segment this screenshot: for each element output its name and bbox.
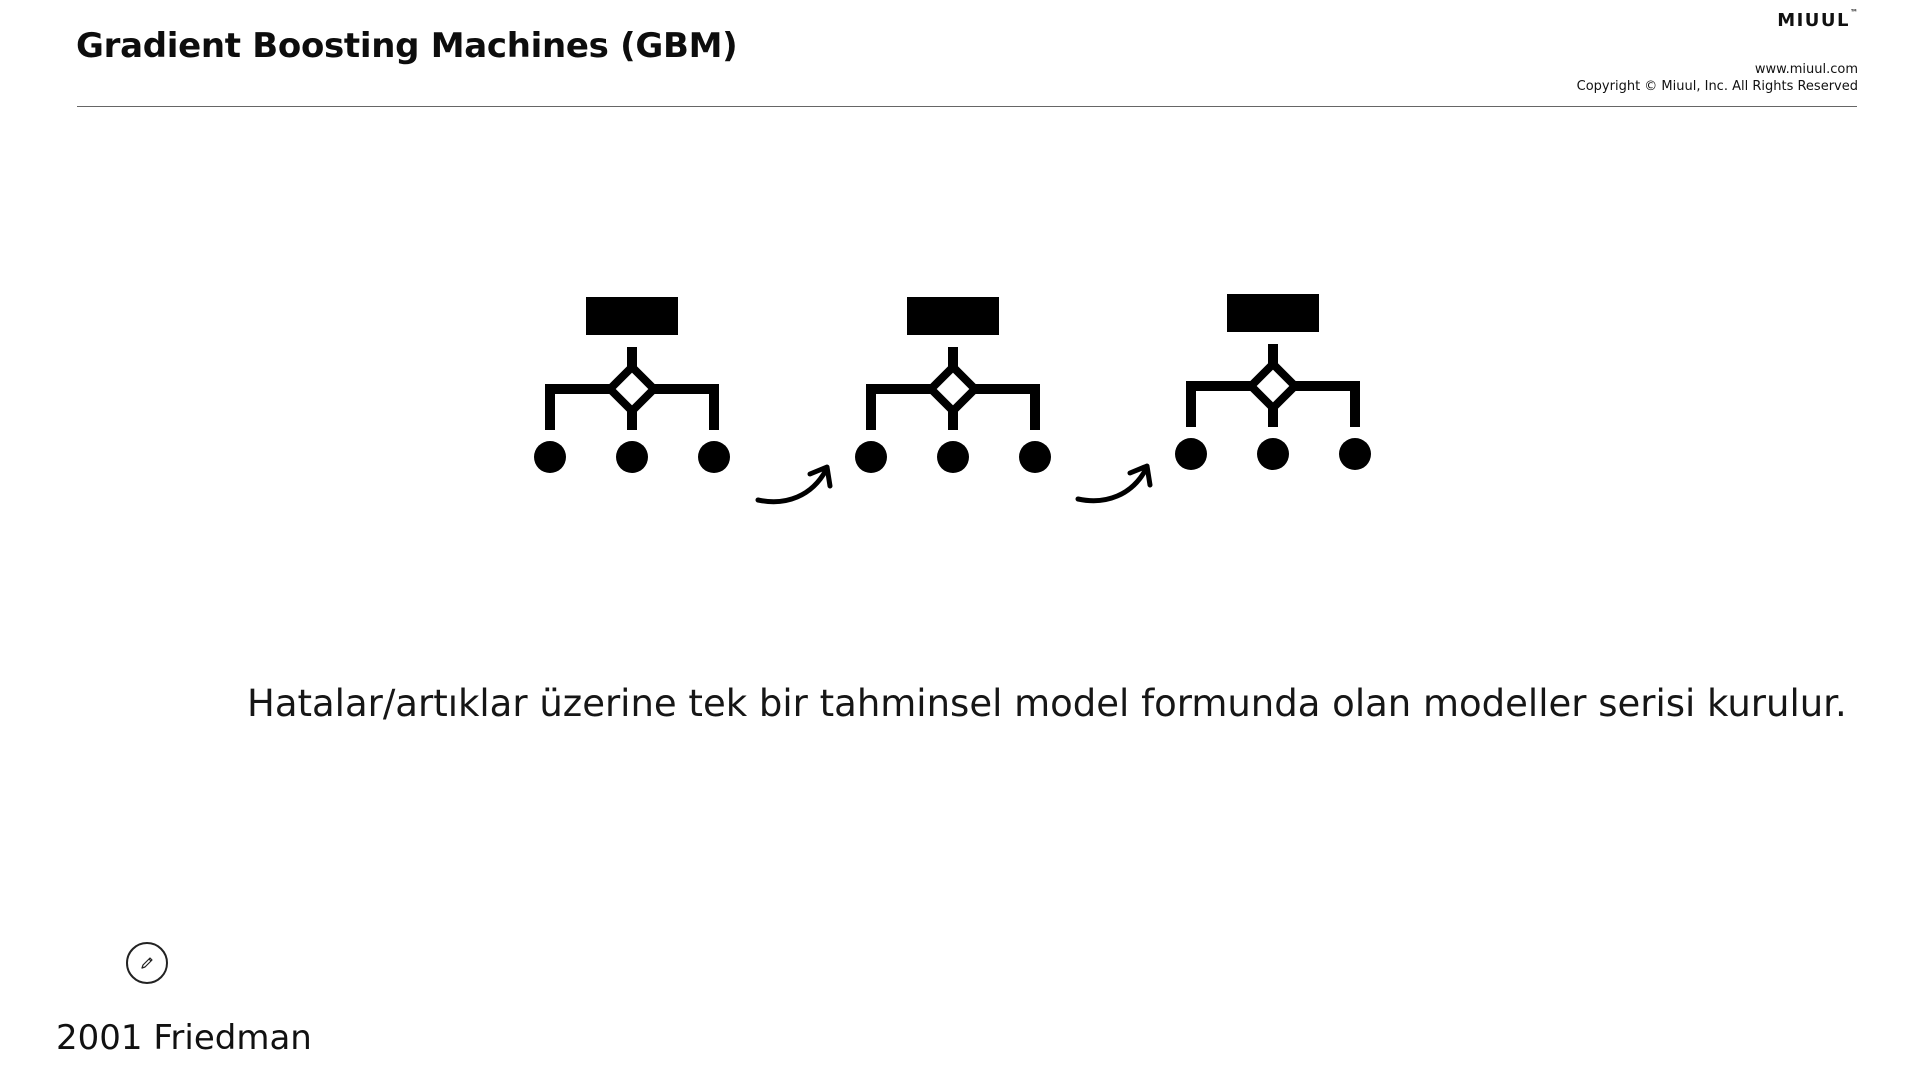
copyright-notice: Copyright © Miuul, Inc. All Rights Reser…: [1576, 79, 1858, 94]
trademark-mark: ™: [1850, 8, 1858, 17]
header-divider: [77, 106, 1857, 107]
edit-button[interactable]: [126, 942, 168, 984]
curved-arrow-icon: [758, 467, 830, 502]
website-url: www.miuul.com: [1754, 62, 1858, 77]
decision-tree-icon: [855, 297, 1051, 473]
citation-text: 2001 Friedman: [56, 1018, 312, 1058]
slide-title: Gradient Boosting Machines (GBM): [76, 26, 738, 66]
slide-caption: Hatalar/artıklar üzerine tek bir tahmins…: [247, 682, 1847, 725]
pencil-icon: [141, 957, 153, 969]
decision-tree-icon: [534, 297, 730, 473]
curved-arrow-icon: [1078, 466, 1150, 501]
decision-tree-icon: [1175, 294, 1371, 470]
brand-logo: MIUUL™: [1777, 8, 1858, 31]
brand-name: MIUUL: [1777, 10, 1850, 31]
